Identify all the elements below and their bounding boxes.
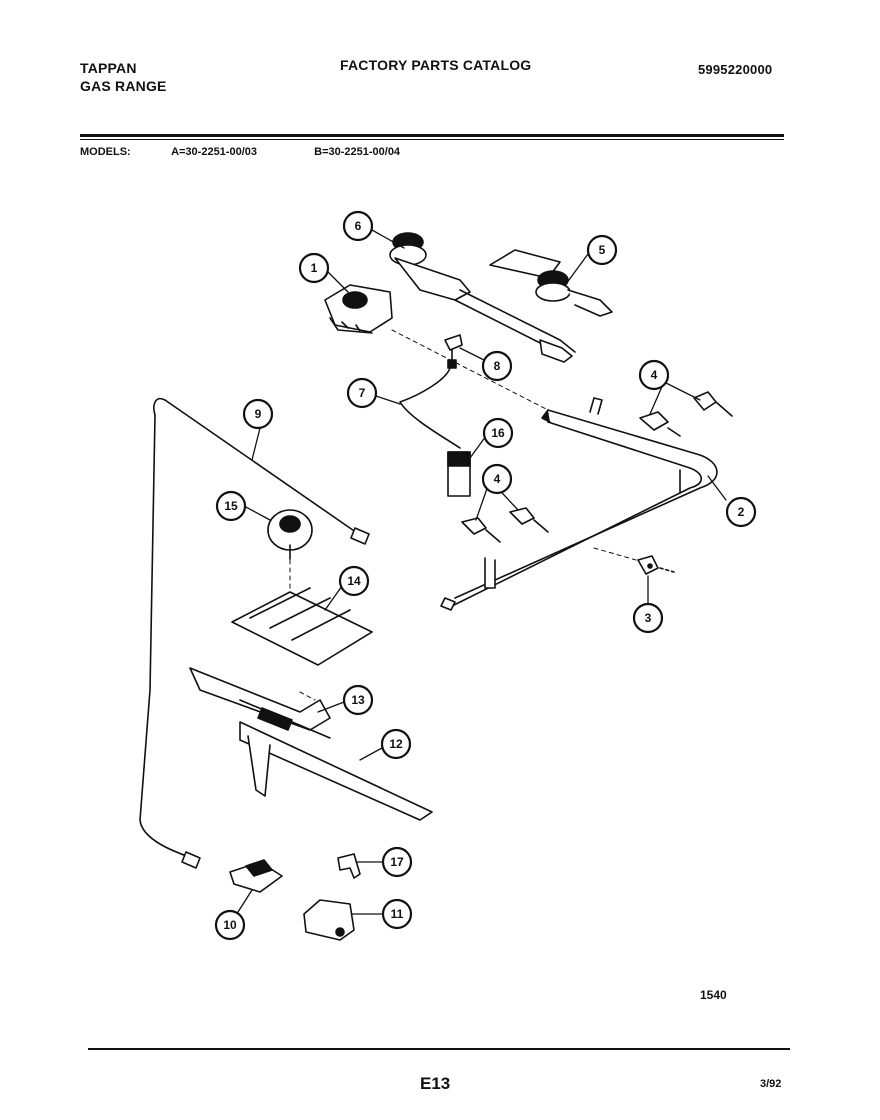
- callout-16: 16: [482, 417, 514, 449]
- models-row: MODELS: A=30-2251-00/03 B=30-2251-00/04: [80, 146, 400, 158]
- callout-1: 1: [298, 252, 330, 284]
- part-17-bracket: [337, 853, 361, 879]
- svg-text:9: 9: [255, 407, 262, 421]
- leader-lines: [237, 229, 727, 915]
- part-9-supply-tube: [139, 397, 370, 869]
- svg-text:2: 2: [738, 505, 745, 519]
- part-4-valve-lower: [461, 507, 549, 543]
- svg-text:4: 4: [494, 472, 501, 486]
- page-id: E13: [420, 1074, 451, 1093]
- svg-text:5: 5: [599, 243, 606, 257]
- svg-text:8: 8: [494, 359, 501, 373]
- part-10-oven-valve: [229, 859, 283, 893]
- part-11-clamp: [303, 899, 355, 941]
- catalog-title: FACTORY PARTS CATALOG: [340, 57, 532, 73]
- part-4-valve-upper: [639, 391, 733, 437]
- svg-text:11: 11: [391, 907, 404, 921]
- callout-12: 12: [380, 728, 412, 760]
- callout-4-upper: 4: [638, 359, 670, 391]
- callout-7: 7: [346, 377, 378, 409]
- revision-date: 3/92: [760, 1078, 782, 1090]
- part-15-nut: [267, 509, 313, 560]
- svg-text:16: 16: [491, 426, 505, 440]
- model-a: A=30-2251-00/03: [171, 146, 257, 158]
- part-7-wire: [399, 367, 461, 449]
- models-label: MODELS:: [80, 146, 131, 158]
- svg-text:1: 1: [311, 261, 318, 275]
- reference-code: 1540: [700, 988, 727, 1002]
- part-13-oven-burner: [189, 667, 331, 739]
- alignment-lines: [289, 329, 637, 701]
- svg-text:10: 10: [223, 918, 237, 932]
- part-1-valve: [324, 284, 393, 334]
- part-16-ignition-module: [447, 451, 471, 497]
- callout-4-lower: 4: [481, 463, 513, 495]
- svg-text:7: 7: [359, 386, 366, 400]
- callout-13: 13: [342, 684, 374, 716]
- part-2-manifold: [440, 397, 718, 611]
- part-12-burner-bracket: [239, 721, 433, 821]
- part-8-clip: [444, 334, 463, 369]
- callout-8: 8: [481, 350, 513, 382]
- svg-text:15: 15: [224, 499, 238, 513]
- svg-text:4: 4: [651, 368, 658, 382]
- model-b: B=30-2251-00/04: [314, 146, 401, 158]
- callout-15: 15: [215, 490, 247, 522]
- callout-17: 17: [381, 846, 413, 878]
- callout-9: 9: [242, 398, 274, 430]
- svg-text:12: 12: [389, 737, 403, 751]
- callout-10: 10: [214, 909, 246, 941]
- header-rule: [80, 134, 784, 137]
- svg-text:17: 17: [390, 855, 404, 869]
- svg-text:13: 13: [351, 693, 365, 707]
- svg-text:6: 6: [355, 219, 362, 233]
- footer-rule: [88, 1048, 790, 1050]
- callout-3: 3: [632, 602, 664, 634]
- callout-11: 11: [381, 898, 413, 930]
- callout-5: 5: [586, 234, 618, 266]
- part-3-clip: [637, 555, 675, 575]
- svg-text:14: 14: [347, 574, 361, 588]
- part-5-top-burner: [489, 249, 613, 317]
- callout-14: 14: [338, 565, 370, 597]
- catalog-number: 5995220000: [698, 62, 773, 77]
- svg-text:3: 3: [645, 611, 652, 625]
- product-name: GAS RANGE: [80, 78, 167, 94]
- header-rule-thin: [80, 139, 784, 140]
- callout-6: 6: [342, 210, 374, 242]
- callout-2: 2: [725, 496, 757, 528]
- brand-name: TAPPAN: [80, 60, 137, 76]
- part-14-baffle: [231, 587, 373, 666]
